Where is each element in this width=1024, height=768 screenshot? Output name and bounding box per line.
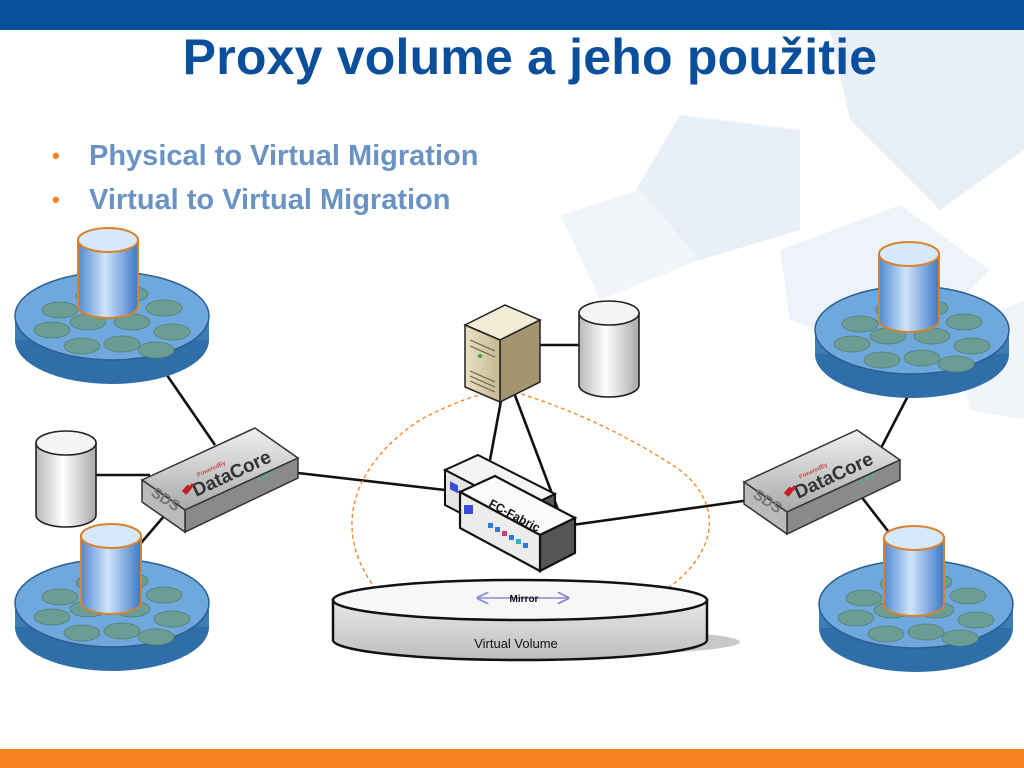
disk-volume-icon — [80, 523, 142, 615]
bullet-marker: • — [52, 143, 60, 168]
mirror-label: Mirror — [510, 594, 539, 605]
slide-title: Proxy volume a jeho použitie — [182, 29, 878, 85]
virtual-volume-label: Virtual Volume — [474, 636, 558, 651]
bullet-item: • Physical to Virtual Migration — [52, 134, 478, 178]
server-icon — [463, 304, 542, 404]
footer-bar — [0, 749, 1024, 768]
datacore-appliance-right: PoweredBy DataCore SDS — [742, 429, 902, 536]
bullet-list: • Physical to Virtual Migration • Virtua… — [52, 134, 478, 222]
virtual-volume: Mirror Virtual Volume — [331, 578, 740, 662]
bullet-text: Virtual to Virtual Migration — [89, 184, 451, 216]
disk-volume-icon — [878, 241, 940, 333]
disk-volume-icon — [77, 227, 139, 319]
bullet-text: Physical to Virtual Migration — [89, 140, 479, 172]
bullet-item: • Virtual to Virtual Migration — [52, 178, 478, 222]
datacore-logo-icon — [181, 483, 195, 495]
fc-switch-front: FC-Fabric — [457, 474, 578, 573]
datacore-appliance-left: PoweredBy DataCore SDS — [140, 427, 300, 534]
disk-volume-icon — [883, 525, 945, 617]
header-bar — [0, 0, 1024, 30]
physical-disk-icon — [35, 430, 97, 528]
datacore-logo-icon — [783, 485, 797, 497]
physical-disk-icon — [578, 300, 640, 398]
bullet-marker: • — [52, 187, 60, 212]
